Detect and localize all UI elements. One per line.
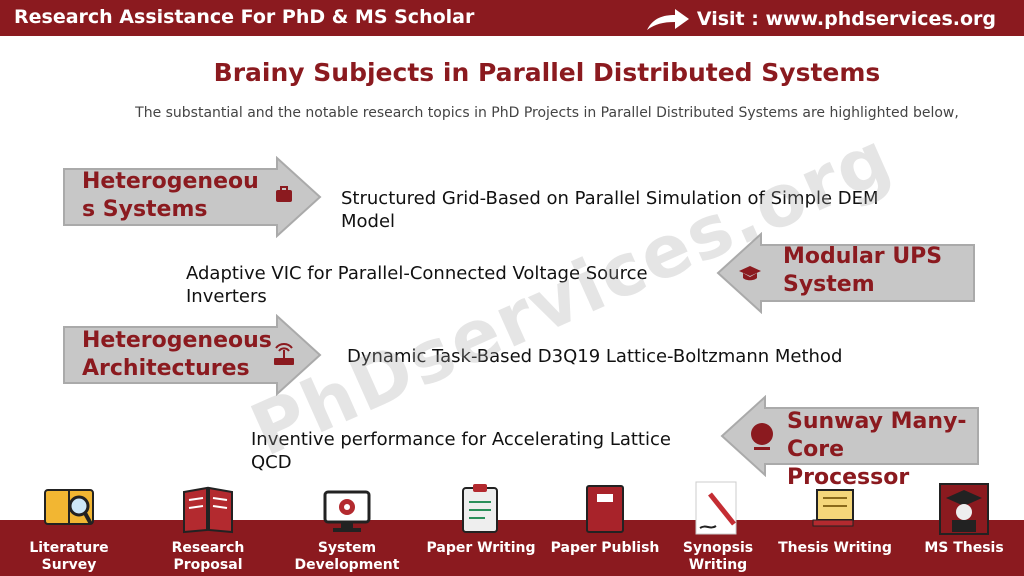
arrow-shape bbox=[720, 395, 979, 477]
topic-item: Adaptive VIC for Parallel-Connected Volt… bbox=[186, 263, 648, 307]
graduation-cap-icon bbox=[739, 266, 761, 281]
briefcase-icon bbox=[276, 186, 292, 202]
closed-book-icon bbox=[586, 485, 624, 533]
footer-label: Paper Writing bbox=[426, 540, 536, 556]
arrow-right-icon bbox=[646, 9, 689, 30]
header-visit-link[interactable]: Visit : www.phdservices.org bbox=[645, 6, 996, 32]
header-bar: Research Assistance For PhD & MS Scholar… bbox=[0, 0, 1024, 36]
arrow-shape bbox=[63, 314, 322, 396]
footer-label: MS Thesis bbox=[924, 540, 1004, 556]
arrow-shape bbox=[63, 156, 322, 238]
page-subtitle: The substantial and the notable research… bbox=[135, 105, 959, 121]
arrow-label: Heterogeneou s Systems bbox=[82, 169, 259, 222]
footer-label: Synopsis Writing bbox=[682, 540, 754, 573]
footer-label: Research Proposal bbox=[171, 540, 245, 573]
router-icon bbox=[274, 343, 294, 365]
globe-icon bbox=[751, 423, 773, 450]
topic-item: Dynamic Task-Based D3Q19 Lattice-Boltzma… bbox=[347, 346, 843, 367]
arrow-label: Sunway Many-Core Processor bbox=[787, 409, 967, 490]
arrow-shape bbox=[716, 232, 975, 314]
graduate-icon bbox=[939, 483, 989, 535]
footer-label: System Development bbox=[294, 540, 400, 573]
visit-url-text: Visit : www.phdservices.org bbox=[696, 8, 996, 30]
footer-label: Literature Survey bbox=[29, 540, 109, 573]
footer-label: Paper Publish bbox=[550, 540, 660, 556]
arrow-sunway-processor: Sunway Many-Core Processor bbox=[720, 395, 982, 490]
arrow-label: Heterogeneous Architectures bbox=[82, 328, 272, 381]
arrow-label: Modular UPS System bbox=[783, 244, 943, 297]
header-tagline: Research Assistance For PhD & MS Scholar bbox=[14, 6, 475, 28]
computer-gear-icon bbox=[323, 490, 371, 532]
open-book-icon bbox=[183, 486, 233, 534]
pen-paper-icon bbox=[695, 481, 737, 535]
topic-item: Structured Grid-Based on Parallel Simula… bbox=[341, 188, 879, 232]
book-magnifier-icon bbox=[44, 489, 94, 525]
arrow-heterogeneous-systems: Heterogeneou s Systems bbox=[62, 156, 324, 238]
footer-bar bbox=[0, 520, 1024, 576]
page-title: Brainy Subjects in Parallel Distributed … bbox=[213, 58, 881, 87]
topic-item: Inventive performance for Accelerating L… bbox=[251, 429, 671, 473]
scroll-icon bbox=[812, 489, 854, 527]
footer-label: Thesis Writing bbox=[778, 540, 892, 556]
clipboard-icon bbox=[462, 484, 498, 533]
arrow-modular-ups: Modular UPS System bbox=[716, 232, 978, 314]
arrow-heterogeneous-architectures: Heterogeneous Architectures bbox=[62, 314, 324, 396]
